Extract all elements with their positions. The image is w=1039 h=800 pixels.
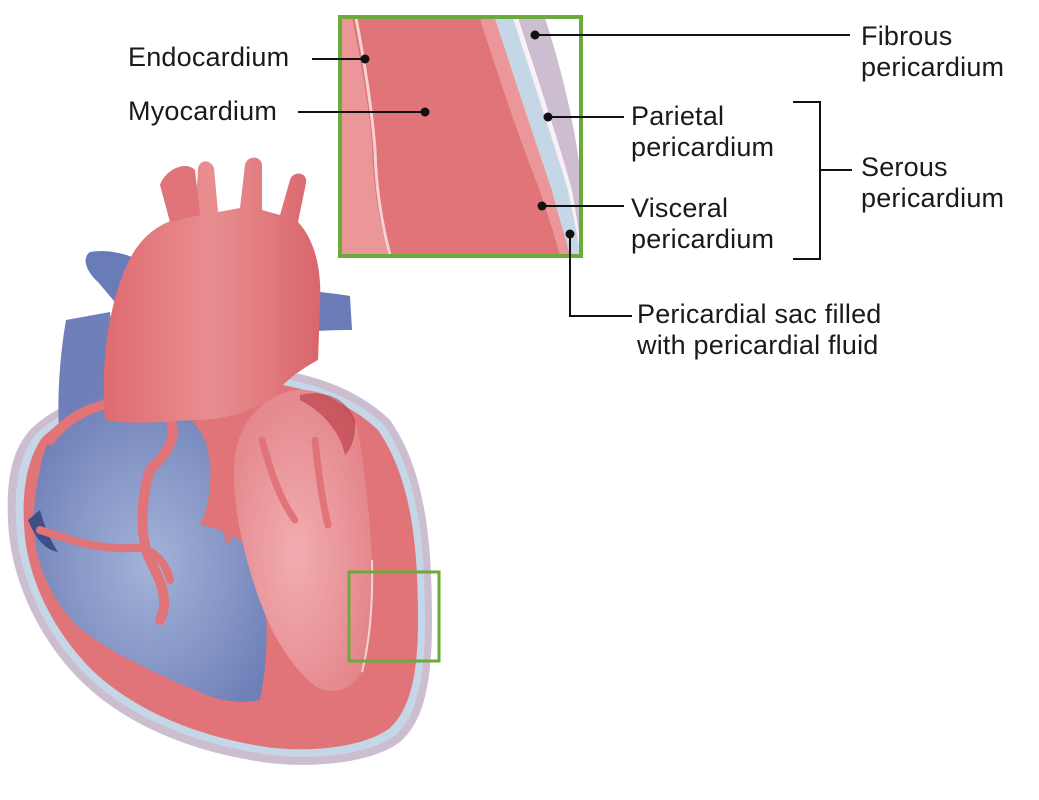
label-visceral-pericardium: Visceral pericardium: [631, 193, 775, 254]
label-myocardium: Myocardium: [128, 96, 278, 126]
leader-pericardial-sac: [569, 234, 632, 317]
inset-myocardium: [352, 18, 560, 255]
label-endocardium: Endocardium: [128, 42, 290, 72]
leader-lines: [298, 34, 852, 317]
label-parietal-pericardium: Parietal pericardium: [631, 101, 775, 162]
heart-left-atrium-shadow: [300, 393, 356, 455]
dot-parietal: [543, 112, 553, 122]
inset-chamber: [341, 18, 388, 255]
inset-fibrous-band: [518, 18, 580, 239]
dot-fibrous: [530, 30, 540, 40]
inset-parietal-line: [513, 18, 580, 255]
dot-myocardium: [420, 107, 430, 117]
heart-wall-highlight-box: [347, 570, 441, 663]
dot-visceral: [537, 201, 547, 211]
heart-papillary-2: [311, 436, 332, 529]
inset-fluid-band: [495, 18, 580, 255]
heart-papillary-1: [258, 436, 299, 524]
label-pericardial-sac: Pericardial sac filled with pericardial …: [637, 299, 882, 360]
label-serous-pericardium: Serous pericardium: [861, 152, 1005, 213]
heart-septum-line: [221, 417, 233, 543]
leader-dots: [360, 30, 575, 239]
zoom-inset-border: [338, 15, 583, 258]
dot-pericardial-sac: [565, 229, 575, 239]
label-fibrous-pericardium: Fibrous pericardium: [861, 21, 1005, 82]
serous-bracket: [793, 101, 821, 260]
heart-aorta: [103, 157, 321, 423]
dot-endocardium: [360, 54, 370, 64]
heart-illustration: [7, 157, 441, 765]
heart-aorta-arch-top: [160, 165, 200, 222]
heart-coronary-branch: [36, 526, 174, 584]
zoom-inset: [341, 18, 580, 255]
inset-visceral-band: [480, 18, 570, 255]
